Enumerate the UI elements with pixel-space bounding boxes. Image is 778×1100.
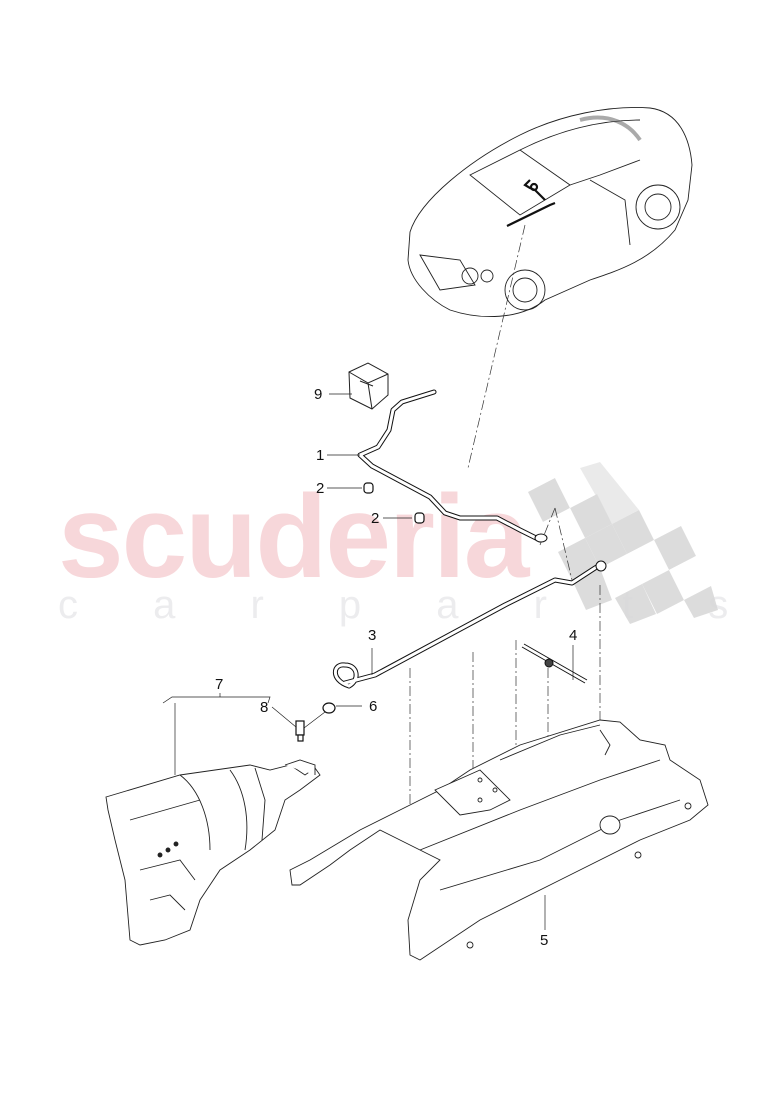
callout-2b: 2 [371,510,380,527]
part-8-connector [295,711,326,742]
leader-lines [162,393,574,930]
callout-1: 1 [316,447,325,464]
part-4-cable-tie [521,643,588,684]
watermark-brand: scuderia [58,471,529,603]
callout-4: 4 [569,627,578,644]
callout-8: 8 [260,699,269,716]
callout-3: 3 [368,627,377,644]
callout-7: 7 [215,676,224,693]
callout-9: 9 [314,386,323,403]
part-5-heat-shield [289,719,709,961]
car-overview [407,107,693,317]
part-9-block [348,362,389,410]
callout-2a: 2 [316,480,325,497]
part-6-clamp [322,702,336,714]
highlighted-part-in-car [506,179,556,227]
callout-6: 6 [369,698,378,715]
part-2-clip [363,482,425,524]
part-7-transmission [105,759,321,946]
checkered-flag-icon [528,462,718,624]
callout-5: 5 [540,932,549,949]
